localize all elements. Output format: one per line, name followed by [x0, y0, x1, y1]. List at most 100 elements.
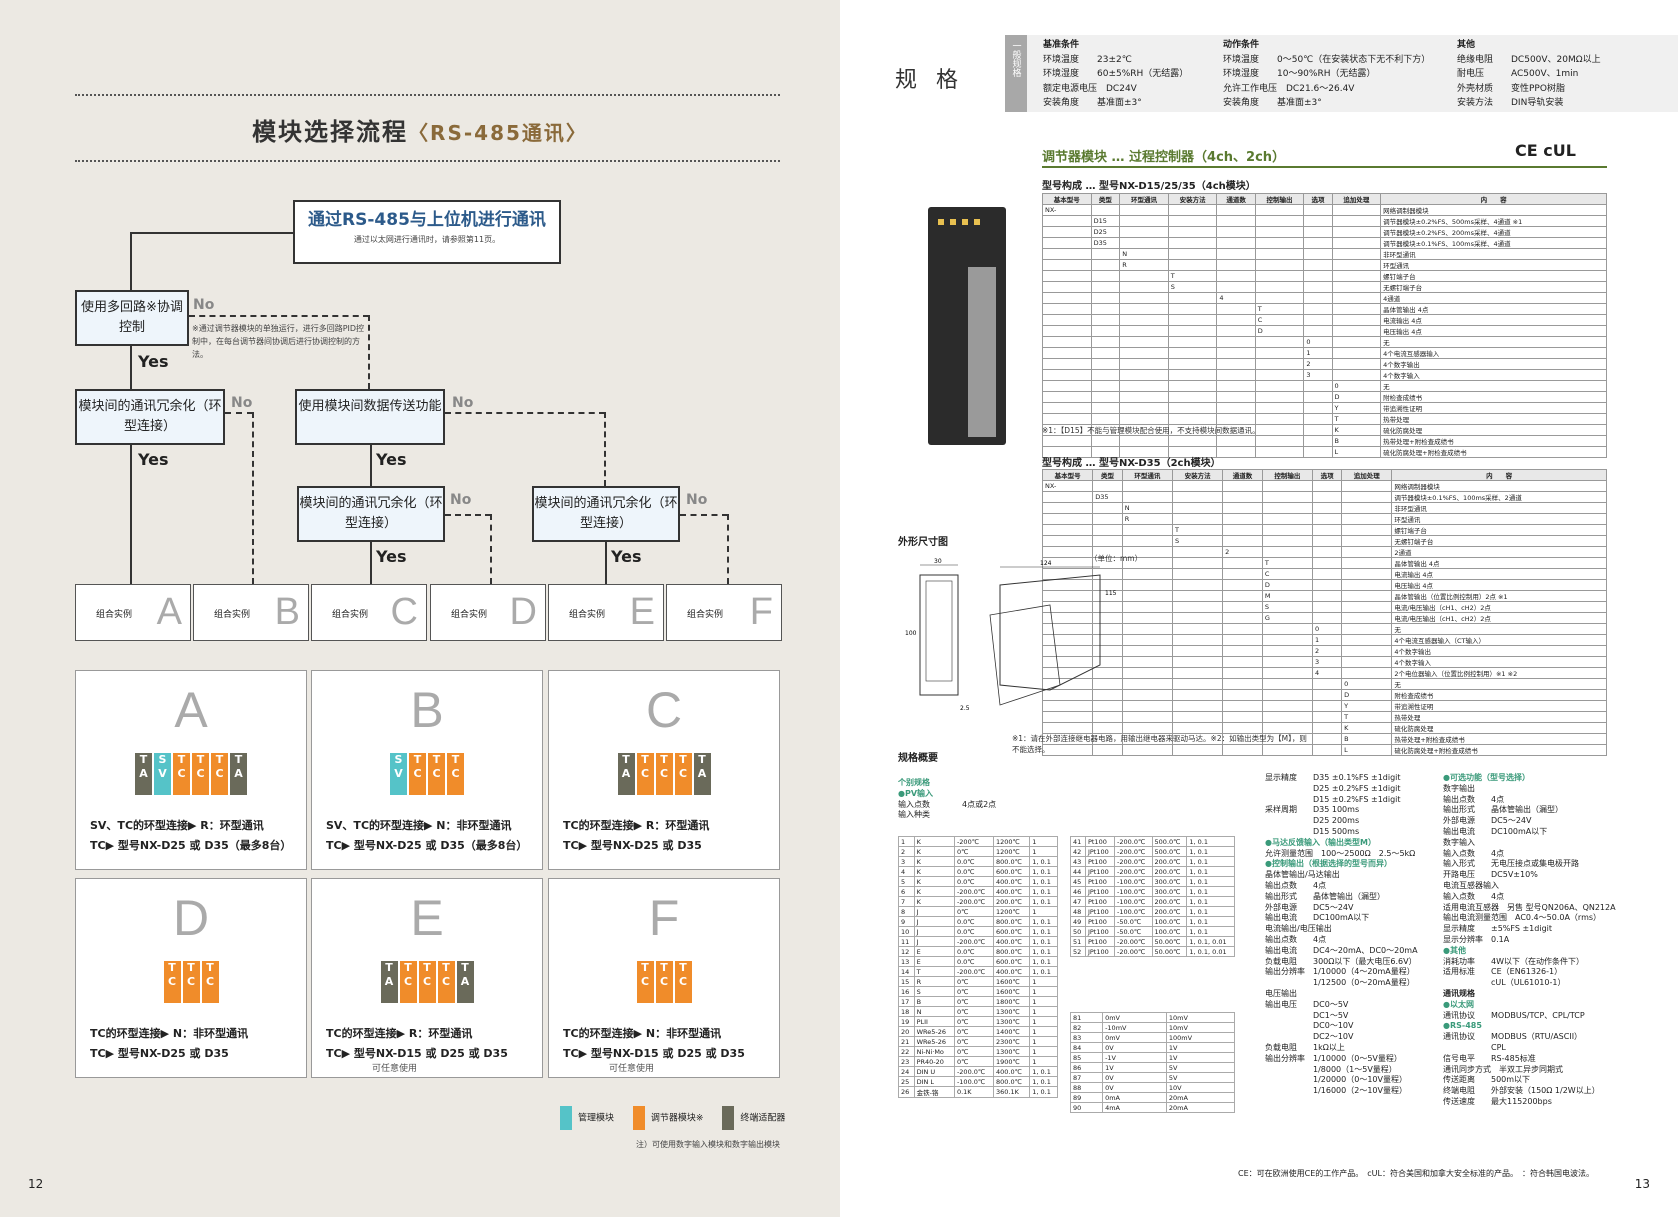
table-cell [1303, 391, 1333, 403]
table-cell: 2300℃ [992, 1036, 1031, 1047]
table-cell: 3 [1303, 369, 1333, 381]
table-cell: 22 [898, 1046, 915, 1057]
table-cell: 网络调制器模块 [1391, 480, 1607, 492]
table-cell [1261, 656, 1314, 668]
table-cell [1312, 722, 1343, 734]
table-cell [1171, 623, 1224, 635]
page-number-left: 12 [28, 1177, 44, 1191]
table-cell: C [1261, 568, 1314, 580]
table-cell [1222, 502, 1263, 514]
table-cell: 25 [898, 1076, 915, 1087]
table-cell [1254, 358, 1305, 370]
table-cell [1303, 248, 1333, 260]
spec-line: 安装角度 基准面±3° [1043, 98, 1142, 108]
table-cell: 300.0℃ [1151, 886, 1188, 897]
card-desc-2: TC▶ 型号NX-D25 或 D35 [563, 839, 702, 852]
table-cell: 52 [1070, 946, 1086, 957]
table-cell: 45 [1070, 876, 1086, 887]
table-cell: 1, 0.1 [1186, 886, 1235, 897]
table-cell [1119, 281, 1169, 293]
table-cell: 82 [1069, 1022, 1104, 1033]
table-cell [1312, 689, 1343, 701]
table-cell: 200.0℃ [1151, 866, 1188, 877]
table-cell [1121, 480, 1173, 492]
title-sub: 〈RS-485通讯〉 [408, 121, 588, 145]
spec-line: 1/8000（1～5V量程） [1265, 1064, 1397, 1074]
table-cell: DIN U [913, 1066, 955, 1077]
table-cell: 附检查成绩书 [1391, 689, 1607, 701]
table-cell: Pt100 [1084, 856, 1116, 867]
table-cell: -100.0℃ [1114, 886, 1153, 897]
table-cell: DIN L [913, 1076, 955, 1087]
table-cell [1303, 237, 1333, 249]
table-cell: 附检查成绩书 [1380, 391, 1607, 403]
table-cell [1261, 678, 1314, 690]
spec-line: D25 ±0.2%FS ±1digit [1265, 783, 1401, 793]
table-cell: 7 [898, 896, 915, 907]
table-cell [1222, 722, 1263, 734]
table-cell: -200.0℃ [953, 896, 994, 907]
table-cell [1119, 358, 1169, 370]
dashed-line [727, 514, 729, 584]
table-cell [1090, 413, 1121, 425]
card-desc-2: TC▶ 型号NX-D25 或 D35（最多8台） [326, 839, 528, 852]
table-cell [1167, 248, 1218, 260]
spec-line: 传送距离 500m以下 [1443, 1075, 1531, 1085]
table-cell [1167, 325, 1218, 337]
dim-depth2: 115 [1105, 590, 1117, 597]
table-cell [1171, 722, 1224, 734]
table-header: 选项 [1312, 469, 1343, 481]
table-cell [1303, 226, 1333, 238]
table-cell: WRe5-26 [913, 1036, 955, 1047]
table-cell: 无螺钉端子台 [1380, 281, 1607, 293]
table-cell: 51 [1070, 936, 1086, 947]
card-desc-2: TC▶ 型号NX-D15 或 D25 或 D35 [563, 1047, 745, 1060]
spec-line: DC1～5V [1265, 1010, 1349, 1020]
table-cell [1092, 513, 1123, 525]
table-cell [1254, 347, 1305, 359]
table-cell: N [1121, 502, 1173, 514]
spec-line: ●马达反馈输入（输出类型M） [1265, 837, 1376, 847]
table-cell: 调节器模块±0.1%FS、100ms采样、2通道 [1391, 491, 1607, 503]
yes-label: Yes [376, 450, 407, 469]
table-cell: K [913, 886, 955, 897]
table-cell [1222, 623, 1263, 635]
table-cell: 17 [898, 996, 915, 1007]
table-cell [1254, 270, 1305, 282]
dim-height: 100 [905, 630, 917, 637]
table-cell: K [1341, 722, 1393, 734]
spec-line: 1/16000（2～10V量程） [1265, 1086, 1407, 1096]
table-cell: 4 [898, 866, 915, 877]
no-label: No [450, 492, 472, 508]
table-cell: J [913, 926, 955, 937]
table-cell [1042, 402, 1092, 414]
table-cell: 3 [1312, 656, 1343, 668]
table-cell [1171, 612, 1224, 624]
table-cell: 4个电流互感器输入（CT输入） [1391, 634, 1607, 646]
table-cell [1312, 557, 1343, 569]
terminal-adapter-icon [722, 1106, 735, 1130]
table-cell: 16 [898, 986, 915, 997]
table-cell: 电压输出 4点 [1380, 325, 1607, 337]
flow-line [130, 232, 294, 234]
table-cell: D [1331, 391, 1382, 403]
table-cell [1090, 292, 1121, 304]
table-cell: -50.0℃ [1114, 926, 1153, 937]
table-cell: 0℃ [953, 846, 994, 857]
